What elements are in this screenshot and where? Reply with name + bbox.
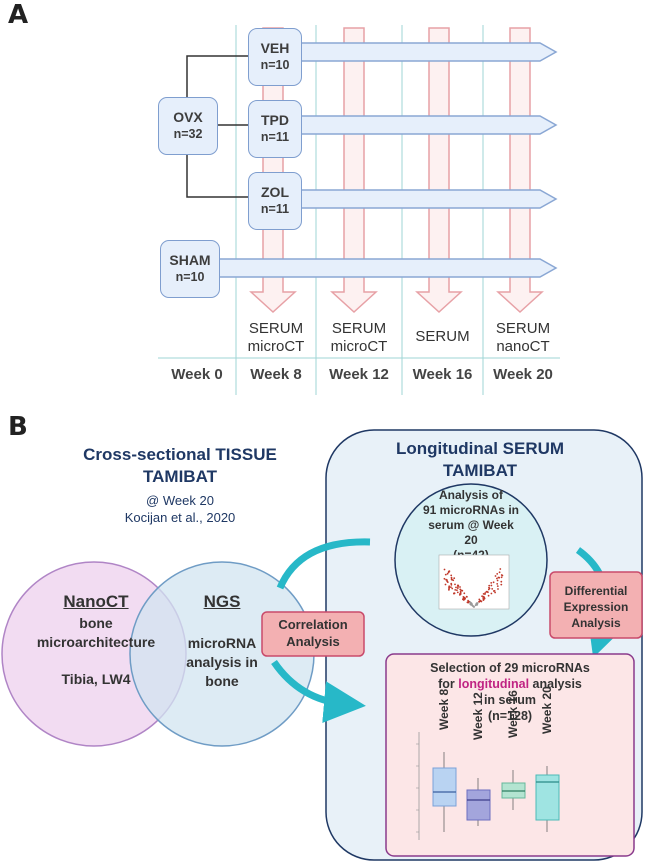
- differential-box: [549, 571, 643, 639]
- right-arrow-tpd: [299, 115, 558, 135]
- panel-b-letter: B: [8, 412, 28, 442]
- differential-expression-label: Differential Expression Analysis: [563, 584, 629, 630]
- ovx-n: n=32: [173, 127, 203, 141]
- down-arrow-week12: [330, 27, 378, 314]
- tpd-n: n=11: [260, 130, 290, 144]
- boxplot-label-week16: Week 16: [506, 690, 520, 738]
- boxplot-label-week12: Week 12: [471, 692, 485, 740]
- treatment-arrows: [217, 42, 558, 278]
- box-week12: [466, 789, 491, 821]
- volcano-plot: [438, 554, 510, 610]
- box-week20: [535, 774, 560, 821]
- week-8-label: Week 8: [250, 366, 302, 383]
- boxplot-label-week8: Week 8: [437, 688, 451, 730]
- box-week8: [432, 767, 457, 807]
- week-12-label: Week 12: [329, 366, 389, 383]
- panel-a-letter: A: [8, 0, 29, 30]
- curve-ngs-to-analysis: [276, 538, 371, 590]
- longitudinal-highlight: longitudinal: [458, 677, 530, 691]
- analysis-text: Analysis of 91 microRNAs in serum @ Week…: [422, 488, 520, 562]
- boxplot-thumbnail: [416, 732, 560, 840]
- selection-text: Selection of 29 microRNAs for longitudin…: [430, 661, 590, 723]
- serum-arrows: [249, 27, 544, 314]
- right-arrow-veh: [299, 42, 558, 62]
- timeline-diagram: [158, 25, 560, 395]
- right-arrow-sham: [217, 258, 558, 278]
- tpd-group-box: TPD n=11: [248, 100, 302, 158]
- tpd-label: TPD: [261, 112, 289, 128]
- timepoint-label-week16: SERUM: [415, 328, 470, 345]
- nanoct-text: NanoCT bone microarchitecture Tibia, LW4: [36, 592, 156, 687]
- week-0-label: Week 0: [171, 366, 223, 383]
- group-connectors: [186, 55, 249, 198]
- zol-group-box: ZOL n=11: [248, 172, 302, 230]
- zol-label: ZOL: [261, 184, 289, 200]
- down-arrow-week20: [496, 27, 544, 314]
- veh-group-box: VEH n=10: [248, 28, 302, 86]
- right-arrow-zol: [299, 189, 558, 209]
- curve-correlation-arrow: [271, 659, 366, 724]
- correlation-box: [261, 611, 365, 657]
- down-arrow-week16: [415, 27, 463, 314]
- week-16-label: Week 16: [412, 366, 473, 383]
- ngs-text: NGS microRNA analysis in bone: [186, 592, 258, 689]
- ovx-group-box: OVX n=32: [158, 97, 218, 155]
- veh-label: VEH: [260, 40, 290, 56]
- sham-n: n=10: [175, 270, 205, 284]
- ovx-label: OVX: [173, 109, 203, 125]
- boxplot-label-week20: Week 20: [540, 686, 554, 734]
- zol-n: n=11: [260, 202, 290, 216]
- week-20-label: Week 20: [493, 366, 553, 383]
- sham-group-box: SHAM n=10: [160, 240, 220, 298]
- veh-n: n=10: [260, 58, 290, 72]
- sham-label: SHAM: [169, 252, 211, 268]
